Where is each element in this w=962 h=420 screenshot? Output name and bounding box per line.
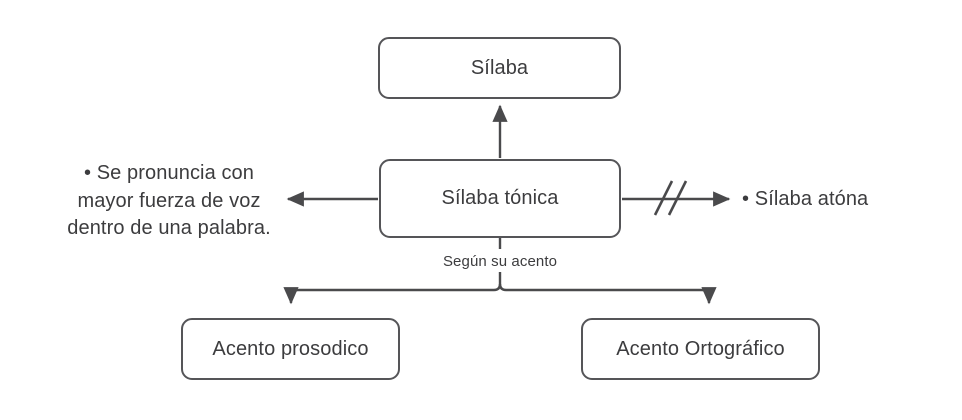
annotation-silaba-atona: • Sílaba atóna xyxy=(742,188,869,210)
node-acento-prosodico[interactable]: Acento prosodico xyxy=(181,318,400,380)
node-acento-prosodico-label: Acento prosodico xyxy=(212,337,369,360)
edge-tonica-to-atona xyxy=(622,180,731,216)
node-acento-ortografico[interactable]: Acento Ortográfico xyxy=(581,318,820,380)
node-silaba-label: Sílaba xyxy=(470,56,529,79)
double-slash-negation-icon xyxy=(653,180,688,216)
edge-label-segun-su-acento: Según su acento xyxy=(400,252,600,271)
node-silaba[interactable]: Sílaba xyxy=(378,37,621,99)
annotation-pronuncia: • Se pronuncia con mayor fuerza de voz d… xyxy=(67,162,271,240)
node-silaba-tonica[interactable]: Sílaba tónica xyxy=(379,159,621,238)
node-silaba-tonica-label: Sílaba tónica xyxy=(441,187,559,209)
node-acento-ortografico-label: Acento Ortográfico xyxy=(616,337,785,360)
